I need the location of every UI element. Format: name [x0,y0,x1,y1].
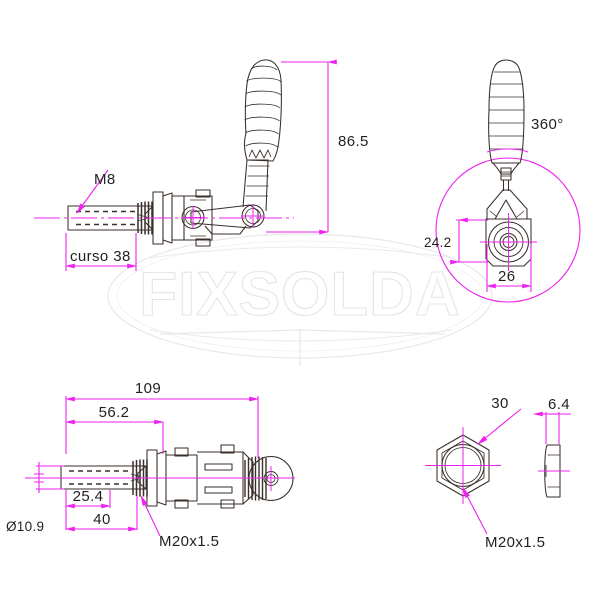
dim-label-30: 30 [491,395,509,412]
dimension-26 [485,244,533,292]
dim-label-109: 109 [135,380,161,397]
dimension-109 [64,396,260,458]
centerline-hex-nut-face [425,427,501,504]
handle-stem-front [492,162,520,191]
watermark-logo: FIXSOLDA [107,233,493,366]
dimension-40 [64,496,139,532]
centerline-view2 [480,148,537,271]
yoke-fork-front [486,189,528,220]
dim-label-24-2: 24.2 [424,235,451,250]
dim-label-dia-10-9: Ø10.9 [6,519,44,534]
dimension-6-4 [534,412,571,444]
centerline-view1 [34,204,294,229]
dim-label-curso-38: curso 38 [70,248,131,265]
dimension-curso-38 [64,233,138,271]
linkage-body [183,189,213,247]
dim-label-25-4: 25.4 [73,488,104,505]
plan-body [165,444,254,509]
dim-label-m8: M8 [94,171,116,188]
dimension-m20-leader-nut [462,487,488,535]
dim-label-6-4: 6.4 [548,396,570,413]
dimension-24-2 [450,217,488,265]
handle-shaft [242,159,270,212]
dim-label-40: 40 [93,511,111,528]
handle-grip-front [488,59,525,164]
centerline-view3 [25,466,295,491]
dim-label-86-5: 86.5 [338,133,369,150]
dim-label-26: 26 [498,268,516,285]
dimension-dia-10-9 [34,462,64,493]
dim-label-m20-plan: M20x1.5 [159,533,219,550]
dim-label-360: 360° [531,116,564,133]
watermark-brand-text: FIXSOLDA [139,260,460,329]
handle-grip [244,59,282,162]
dimension-56-2 [64,419,165,454]
dim-label-56-2: 56.2 [99,404,130,421]
dimension-30-leader [477,408,522,445]
dimension-25-4 [64,490,112,509]
detail-circle-360 [435,157,581,303]
dim-label-m20-nut: M20x1.5 [485,534,545,551]
dimension-m20-leader-plan [140,495,161,537]
dimension-m8-leader [76,169,109,214]
dimension-86-5 [266,59,337,235]
